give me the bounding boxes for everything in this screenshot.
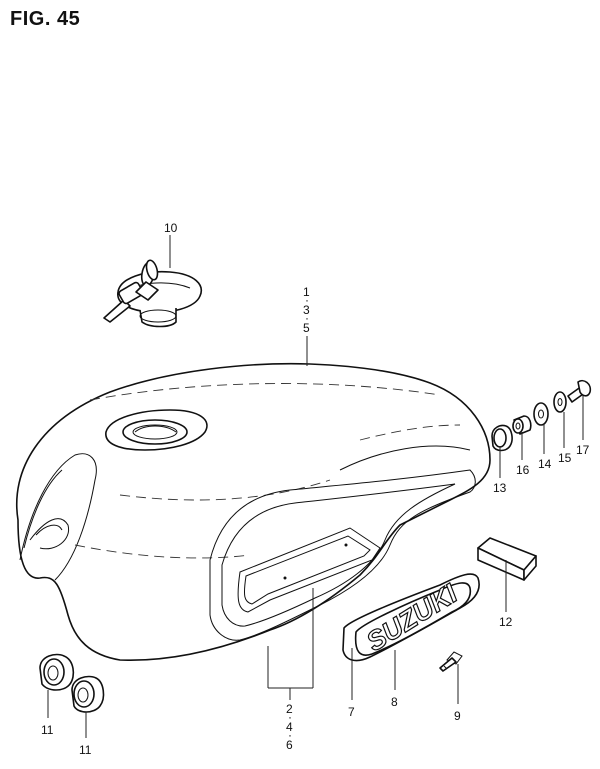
fuel-tank [16, 362, 491, 662]
callout-12: 12 [499, 615, 513, 629]
figure-title: FIG. 45 [10, 8, 81, 30]
callout-10: 10 [164, 221, 178, 235]
callout-6: 6 [286, 738, 293, 752]
callout-dot: · [305, 293, 309, 307]
callout-3: 3 [303, 303, 310, 317]
callout-dot: · [288, 710, 292, 724]
callout-11b: 11 [79, 743, 92, 757]
screw-9-icon [439, 651, 463, 672]
cushion-13 [491, 424, 513, 452]
callout-7: 7 [348, 705, 355, 719]
callout-5: 5 [303, 321, 310, 335]
ignition-key-icon [103, 259, 159, 323]
callout-1: 1 [303, 285, 310, 299]
callout-2: 2 [286, 702, 293, 716]
callout-14: 14 [538, 457, 552, 471]
callout-dot: · [288, 728, 292, 742]
cushion-bottom [71, 675, 105, 713]
bolt-17-icon [567, 379, 592, 403]
washer-14 [533, 402, 549, 426]
callout-15: 15 [558, 451, 572, 465]
callout-11a: 11 [41, 723, 54, 737]
callout-16: 16 [516, 463, 530, 477]
callout-4: 4 [286, 720, 293, 734]
callout-dot: · [305, 311, 309, 325]
cushion-top [39, 653, 75, 691]
pad-12 [477, 537, 537, 581]
callout-8: 8 [391, 695, 398, 709]
callout-13: 13 [493, 481, 507, 495]
leader-lines [47, 235, 584, 738]
spacer-16 [512, 415, 532, 435]
callout-17: 17 [576, 443, 590, 457]
callout-9: 9 [454, 709, 461, 723]
washer-15 [553, 391, 567, 413]
callout-numbers: 10 1 · 3 · 5 2 · 4 · 6 7 8 9 11 11 12 13… [41, 221, 590, 757]
